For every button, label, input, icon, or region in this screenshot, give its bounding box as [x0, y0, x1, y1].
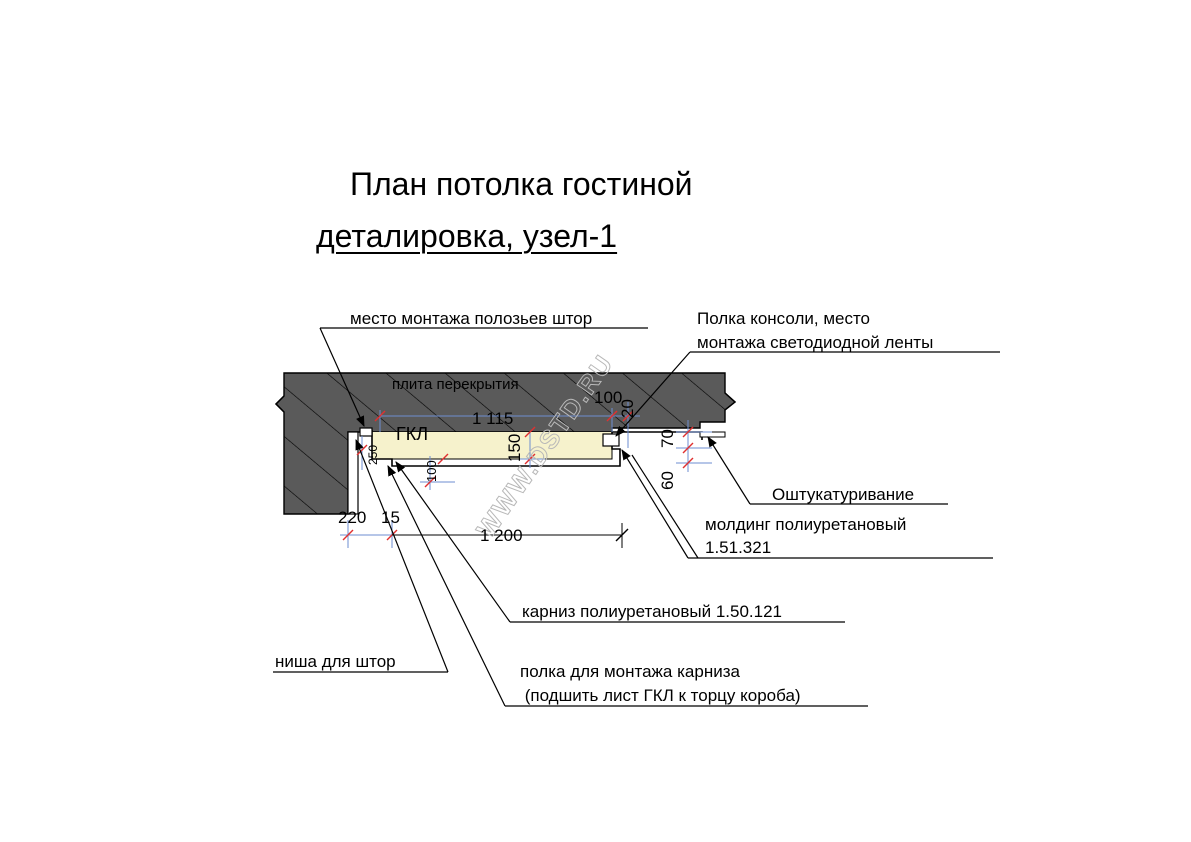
- dim-70: 70: [658, 429, 677, 448]
- slab-break-right: [724, 392, 737, 411]
- dimension-ticks: [342, 410, 694, 541]
- dim-1200: 1 200: [480, 526, 523, 545]
- dim-1115: 1 115: [472, 409, 513, 428]
- gkl-box-outline: [371, 430, 703, 467]
- dim-20: 20: [618, 399, 637, 418]
- label-molding-1: молдинг полиуретановый: [705, 515, 906, 534]
- curtain-rail-block: [359, 427, 373, 437]
- label-curtain-rail: место монтажа полозьев штор: [350, 309, 592, 328]
- dim-100-vert: 100: [424, 460, 439, 482]
- slab-break-left: [275, 395, 285, 413]
- label-plaster: Оштукатуривание: [772, 485, 914, 504]
- label-gkl: ГКЛ: [396, 424, 428, 444]
- label-console-1: Полка консоли, место: [697, 309, 870, 328]
- drawing-title: План потолка гостиной: [350, 166, 693, 202]
- dim-100-top: 100: [594, 388, 622, 407]
- dim-150: 150: [505, 434, 524, 462]
- gkl-panel: [372, 432, 612, 459]
- label-slab: плита перекрытия: [392, 376, 519, 393]
- dim-220: 220: [338, 508, 366, 527]
- label-console-2: монтажа светодиодной ленты: [697, 333, 933, 352]
- dim-250: 250: [366, 445, 380, 465]
- drawing-subtitle: деталировка, узел-1: [316, 218, 618, 254]
- label-niche: ниша для штор: [275, 652, 396, 671]
- leader-lines: [273, 327, 1000, 707]
- curtain-niche-wall: [347, 431, 359, 515]
- label-cornice: карниз полиуретановый 1.50.121: [522, 602, 782, 621]
- extension-lines: [340, 402, 712, 548]
- dim-60: 60: [658, 471, 677, 490]
- label-shelf-2: (подшить лист ГКЛ к торцу короба): [520, 686, 801, 705]
- console-shelf: [602, 433, 620, 447]
- label-shelf-1: полка для монтажа карниза: [520, 662, 740, 681]
- plaster-layer: [699, 431, 726, 438]
- label-molding-2: 1.51.321: [705, 538, 771, 557]
- gkl-box-inner: [391, 449, 613, 466]
- dim-tick-1200: [615, 528, 629, 542]
- dim-15: 15: [381, 508, 400, 527]
